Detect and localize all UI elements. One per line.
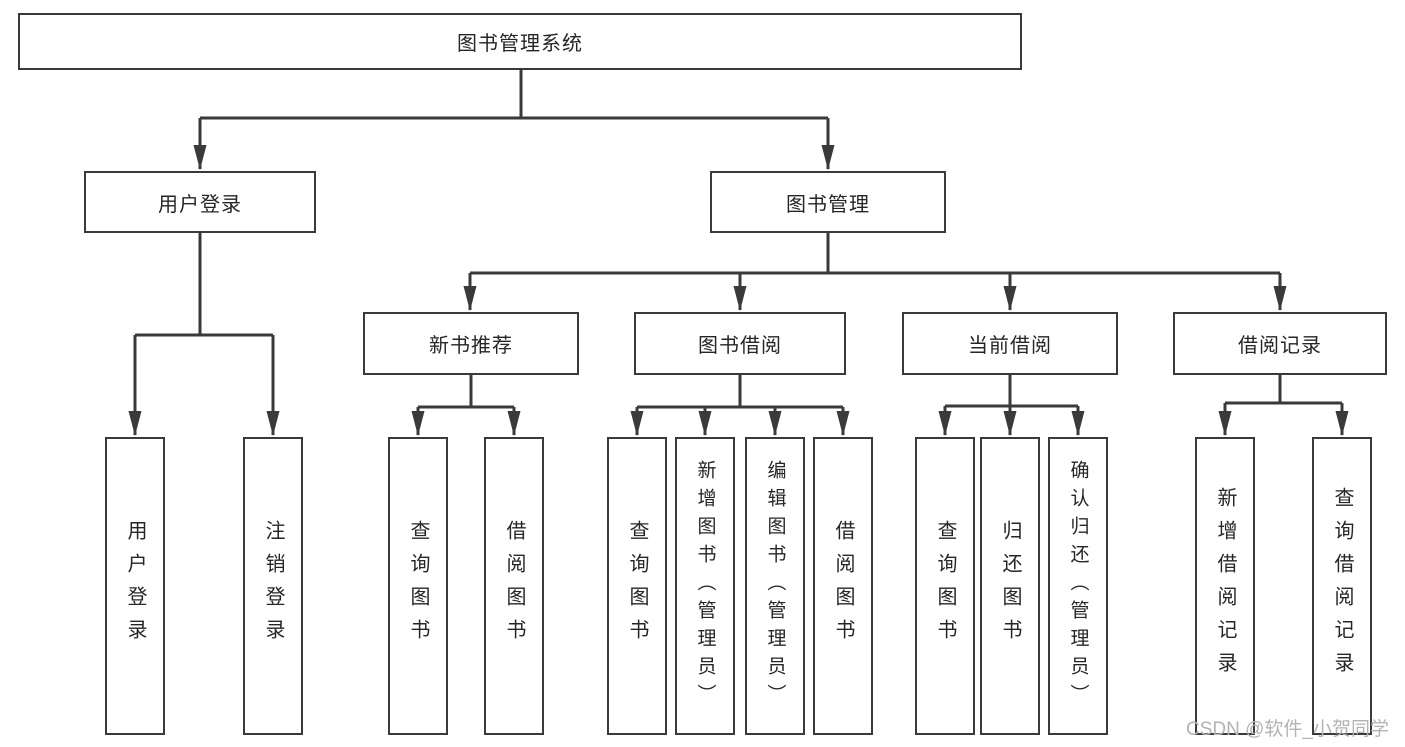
node-label: 借阅记录 (1238, 335, 1322, 357)
leaf-logout: 注销登录 (243, 437, 303, 735)
leaf-confirm-return-admin: 确认归还（管理员） (1048, 437, 1108, 735)
connector-borrow-records-rail (1225, 375, 1342, 405)
node-label: 当前借阅 (968, 335, 1052, 357)
node-current-borrow: 当前借阅 (902, 312, 1118, 375)
connector-current-borrow-rail (945, 375, 1078, 408)
node-label: 新增图书（管理员） (694, 460, 716, 712)
node-library-management-system: 图书管理系统 (18, 13, 1022, 70)
node-borrow-records: 借阅记录 (1173, 312, 1387, 375)
node-user-login: 用户登录 (84, 171, 316, 233)
node-label: 借阅图书 (503, 520, 525, 652)
node-label: 用户登录 (124, 520, 146, 652)
connector-book-management-rail (470, 233, 1280, 275)
leaf-recommend-borrow-book: 借阅图书 (484, 437, 544, 735)
leaf-borrow-query-book: 查询图书 (607, 437, 667, 735)
leaf-user-login: 用户登录 (105, 437, 165, 735)
connector-user-login-rail (135, 233, 273, 337)
leaf-borrow-book: 借阅图书 (813, 437, 873, 735)
node-label: 借阅图书 (832, 520, 854, 652)
node-label: 归还图书 (999, 520, 1021, 652)
leaf-return-book: 归还图书 (980, 437, 1040, 735)
node-label: 查询图书 (626, 520, 648, 652)
connector-new-book-recommend-rail (418, 375, 514, 409)
leaf-query-borrow-record: 查询借阅记录 (1312, 437, 1372, 735)
leaf-add-borrow-record: 新增借阅记录 (1195, 437, 1255, 735)
node-label: 查询图书 (934, 520, 956, 652)
csdn-watermark: CSDN @软件_小贺同学 (1186, 719, 1389, 740)
node-label: 新增借阅记录 (1214, 487, 1236, 685)
node-label: 新书推荐 (429, 335, 513, 357)
node-book-borrow: 图书借阅 (634, 312, 846, 375)
node-new-book-recommend: 新书推荐 (363, 312, 579, 375)
node-label: 查询图书 (407, 520, 429, 652)
connector-book-borrow-rail (637, 375, 843, 409)
node-label: 查询借阅记录 (1331, 487, 1353, 685)
node-label: 注销登录 (262, 520, 284, 652)
node-label: 图书管理系统 (457, 33, 583, 55)
node-label: 编辑图书（管理员） (764, 460, 786, 712)
leaf-edit-book-admin: 编辑图书（管理员） (745, 437, 805, 735)
leaf-current-query-book: 查询图书 (915, 437, 975, 735)
node-label: 图书管理 (786, 193, 870, 216)
leaf-add-book-admin: 新增图书（管理员） (675, 437, 735, 735)
leaf-recommend-query-book: 查询图书 (388, 437, 448, 735)
connector-root-rail (200, 70, 828, 120)
node-book-management: 图书管理 (710, 171, 946, 233)
node-label: 确认归还（管理员） (1067, 460, 1089, 712)
node-label: 图书借阅 (698, 335, 782, 357)
node-label: 用户登录 (158, 193, 242, 216)
